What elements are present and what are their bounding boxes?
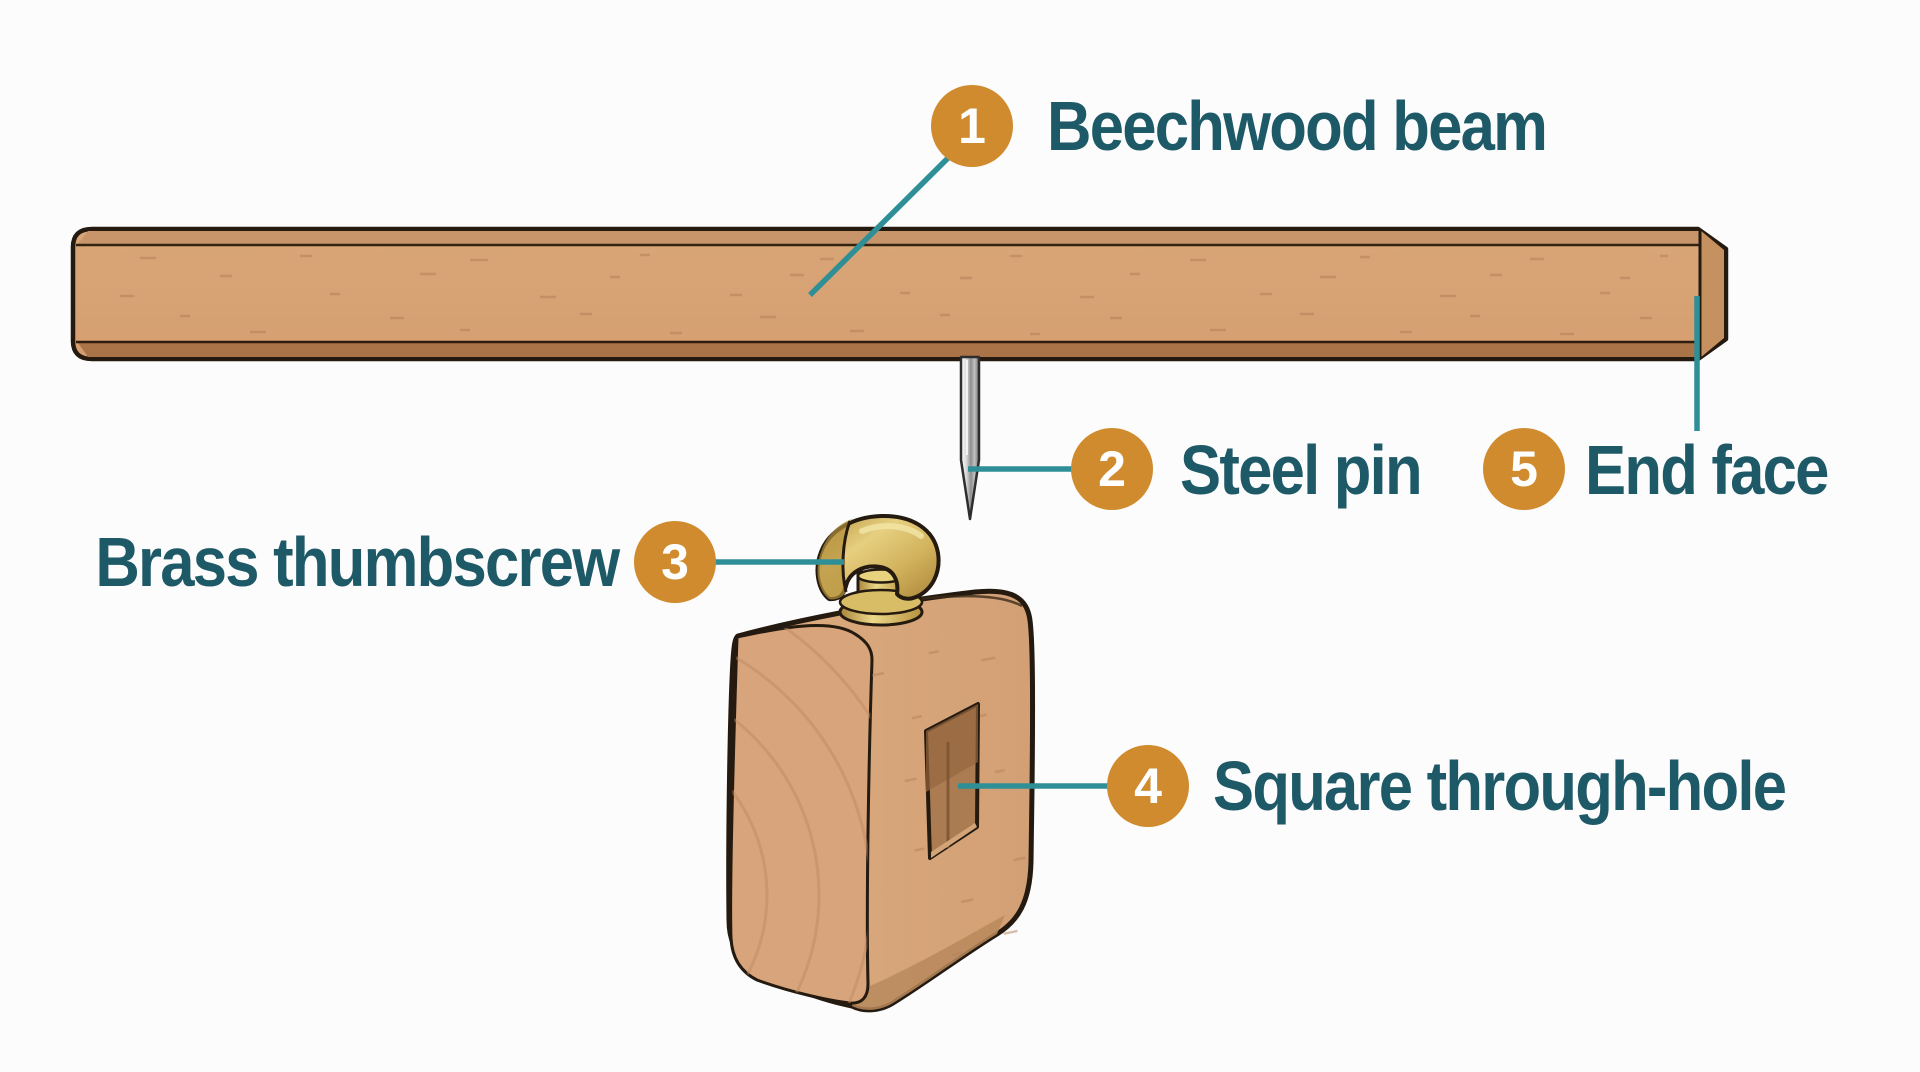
badge-number-5: 5 [1510,441,1538,497]
label-beechwood-beam: Beechwood beam [1047,87,1548,165]
steel-pin [959,355,981,521]
callout-badge-1: 1 [931,85,1013,167]
brass-thumbscrew [815,513,941,627]
callout-badge-5: 5 [1483,428,1565,510]
label-end-face: End face [1585,431,1829,509]
label-square-through-hole: Square through-hole [1213,747,1787,825]
leader-line-1 [808,156,950,297]
callout-badge-3: 3 [634,521,716,603]
square-through-hole [924,702,980,860]
badge-number-4: 4 [1134,758,1162,814]
beechwood-beam [70,226,1729,362]
label-brass-thumbscrew: Brass thumbscrew [94,523,620,601]
label-steel-pin: Steel pin [1180,431,1423,509]
badge-number-1: 1 [958,98,986,154]
callout-badge-4: 4 [1107,745,1189,827]
badge-number-2: 2 [1098,441,1126,497]
badge-number-3: 3 [661,534,689,590]
gauge-stock [726,588,1036,1013]
callout-badge-2: 2 [1071,428,1153,510]
end-face [1698,230,1724,358]
